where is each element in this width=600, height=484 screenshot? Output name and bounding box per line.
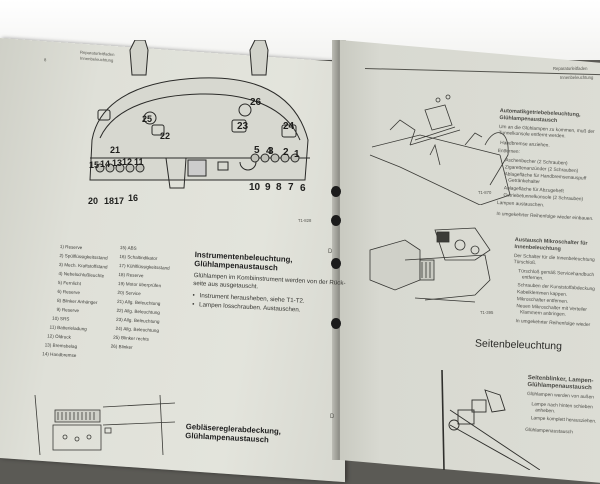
legend-item: 15) ABS bbox=[119, 245, 137, 251]
binder-hole bbox=[331, 186, 341, 197]
callout-14: 14 bbox=[100, 159, 111, 169]
callout-1: 1 bbox=[294, 149, 300, 160]
callout-15: 15 bbox=[89, 160, 100, 170]
callout-5: 5 bbox=[254, 145, 260, 156]
callout-23: 23 bbox=[237, 121, 249, 132]
page-marker: 8 bbox=[44, 57, 47, 63]
callout-13: 13 bbox=[112, 158, 123, 168]
callout-2: 2 bbox=[283, 147, 289, 158]
bullet-dot: • bbox=[192, 291, 195, 300]
bullet-dot: • bbox=[191, 300, 195, 309]
door-lock-illustration bbox=[369, 227, 491, 303]
instrument-cluster-illustration bbox=[89, 40, 310, 189]
callout-24: 24 bbox=[283, 121, 295, 132]
callout-10: 10 bbox=[249, 182, 261, 193]
binder-hole bbox=[331, 318, 341, 329]
callout-3: 3 bbox=[268, 146, 274, 157]
side-lamp-illustration bbox=[441, 370, 540, 470]
right-header-title: Reparaturleitfaden bbox=[553, 66, 588, 71]
figure-id: T1-870 bbox=[478, 190, 492, 195]
binder-hole bbox=[331, 215, 341, 226]
remove-label: Entfernen: bbox=[497, 148, 520, 156]
callout-25: 25 bbox=[142, 114, 153, 124]
section-body: Türschloß. bbox=[513, 259, 537, 267]
callout-22: 22 bbox=[160, 131, 171, 141]
figure-id: T1-395 bbox=[480, 310, 494, 315]
figure-id: T1-828 bbox=[298, 218, 312, 223]
callout-11: 11 bbox=[134, 157, 144, 167]
callout-12: 12 bbox=[122, 157, 133, 167]
callout-26: 26 bbox=[250, 97, 262, 108]
callout-16: 16 bbox=[128, 193, 139, 203]
dashboard-illustration bbox=[34, 395, 175, 455]
callout-21: 21 bbox=[110, 145, 121, 155]
legend-item: 10) SRS bbox=[51, 315, 70, 322]
callout-8: 8 bbox=[276, 182, 282, 193]
callout-6: 6 bbox=[300, 183, 306, 194]
bullet-item: entfernen. bbox=[521, 275, 544, 282]
section-marker: D bbox=[330, 414, 335, 420]
center-console-illustration bbox=[369, 94, 510, 205]
callout-18: 18 bbox=[104, 196, 115, 206]
callout-4: 4 bbox=[266, 146, 272, 157]
callout-7: 7 bbox=[288, 182, 294, 193]
callout-17: 17 bbox=[114, 196, 125, 206]
binder-hole bbox=[331, 258, 341, 269]
callout-20: 20 bbox=[88, 196, 99, 206]
right-header-subtitle: Innenbeleuchtung bbox=[560, 75, 594, 80]
callout-9: 9 bbox=[265, 182, 271, 193]
section-marker: D bbox=[328, 249, 333, 255]
